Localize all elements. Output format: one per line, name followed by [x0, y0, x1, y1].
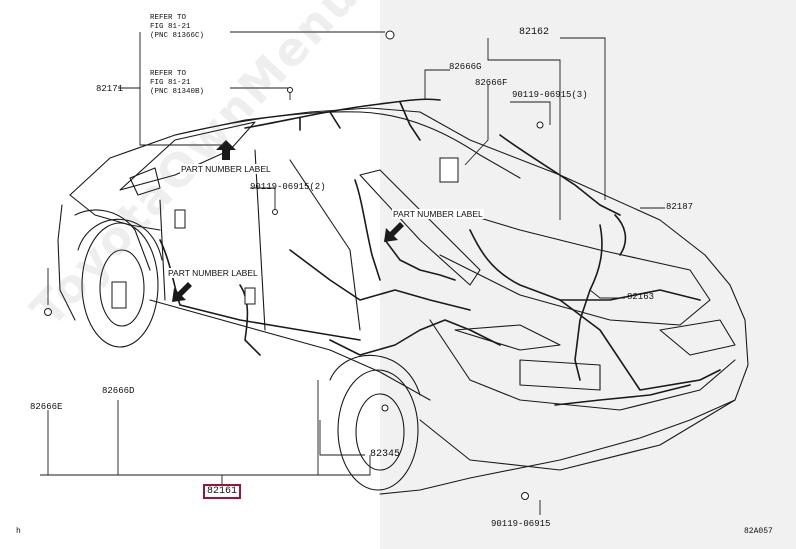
- side-mirror: [129, 167, 161, 196]
- arrow-pillar: [384, 222, 404, 242]
- door-line-front: [159, 199, 166, 301]
- front-wheel: [81, 222, 159, 348]
- part-82161-highlighted[interactable]: 82161: [203, 484, 241, 499]
- leader-90119-2: [250, 187, 276, 210]
- part-number-label-2: PART NUMBER LABEL: [392, 209, 484, 219]
- front-fender: [74, 209, 151, 271]
- leader-82162b: [560, 37, 606, 200]
- tail-light-right: [659, 319, 736, 356]
- part-number-label-3: PART NUMBER LABEL: [167, 268, 259, 278]
- leader-82171: [139, 32, 230, 146]
- corner-mark: h: [16, 527, 21, 536]
- floor-harness-left: [159, 239, 361, 341]
- part-82666g[interactable]: 82666G: [449, 62, 482, 72]
- trunk-harness-vert: [574, 224, 603, 381]
- floor-harness-right: [289, 249, 471, 311]
- tail-light: [454, 324, 561, 351]
- leader-82666g: [424, 69, 450, 100]
- clip-4: [272, 209, 278, 215]
- door-harness: [384, 239, 456, 281]
- part-82666d[interactable]: 82666D: [102, 386, 135, 396]
- part-90119-06915-2[interactable]: 90119-06915(2): [250, 182, 326, 192]
- leader-82163: [589, 289, 625, 299]
- front-wheel-inner: [99, 249, 145, 327]
- part-90119-06915[interactable]: 90119-06915: [491, 519, 551, 529]
- trunk-lid: [439, 214, 711, 326]
- rear-wheel-inner: [355, 393, 405, 471]
- roof-line: [174, 111, 521, 179]
- shaded-area: [380, 0, 796, 549]
- roof-harness: [244, 98, 441, 129]
- pillar-harness: [354, 179, 381, 281]
- part-82162[interactable]: 82162: [519, 27, 550, 38]
- part-82345[interactable]: 82345: [370, 449, 401, 460]
- part-82666f[interactable]: 82666F: [475, 78, 508, 88]
- connector-2: [111, 281, 127, 309]
- door-line-rear: [289, 159, 361, 331]
- front-bumper: [57, 204, 76, 321]
- arrow-floor: [172, 282, 192, 302]
- leader-82345: [319, 420, 365, 456]
- rear-bumper-harness: [554, 384, 691, 406]
- license-area: [519, 359, 601, 391]
- reference-note-2: REFER TO FIG 81-21 (PNC 81340B): [150, 70, 205, 96]
- part-82171[interactable]: 82171: [96, 84, 124, 94]
- clip-1: [385, 30, 395, 40]
- part-number-label-1: PART NUMBER LABEL: [180, 164, 272, 174]
- leader-bottom: [40, 455, 371, 476]
- floor-harness-mid: [239, 284, 261, 356]
- clip-5: [44, 308, 52, 316]
- connector-4: [244, 287, 256, 305]
- part-82163[interactable]: 82163: [627, 292, 655, 302]
- clip-7: [521, 492, 529, 500]
- connector-1: [439, 157, 459, 183]
- rocker-panel: [149, 299, 431, 401]
- clip-6: [381, 404, 389, 412]
- rear-bumper: [419, 399, 736, 471]
- trunk-harness: [469, 229, 701, 301]
- roof-branch-a: [299, 101, 421, 141]
- front-wheel-arch: [77, 218, 163, 261]
- clip-2: [287, 87, 293, 93]
- lower-harness: [329, 319, 501, 356]
- windshield: [119, 121, 256, 191]
- part-82666e[interactable]: 82666E: [30, 402, 63, 412]
- rear-wheel: [337, 369, 419, 491]
- reference-note-1: REFER TO FIG 81-21 (PNC 81366C): [150, 14, 205, 40]
- arrow-roof: [216, 140, 236, 160]
- deck-harness: [499, 134, 621, 216]
- part-82187[interactable]: 82187: [666, 202, 694, 212]
- part-90119-06915-3[interactable]: 90119-06915(3): [512, 90, 588, 100]
- rear-window: [359, 169, 481, 286]
- right-side-harness: [614, 214, 627, 256]
- rear-fascia: [429, 319, 736, 411]
- leader-82162: [487, 38, 561, 220]
- rear-harness: [559, 299, 721, 391]
- rear-wheel-arch: [329, 354, 421, 396]
- door-line-mid: [254, 149, 266, 331]
- connector-3: [174, 209, 186, 229]
- leader-82666f: [464, 84, 489, 166]
- leader-90119-3: [510, 101, 551, 125]
- figure-code: 82A057: [744, 527, 773, 536]
- clip-3: [536, 121, 544, 129]
